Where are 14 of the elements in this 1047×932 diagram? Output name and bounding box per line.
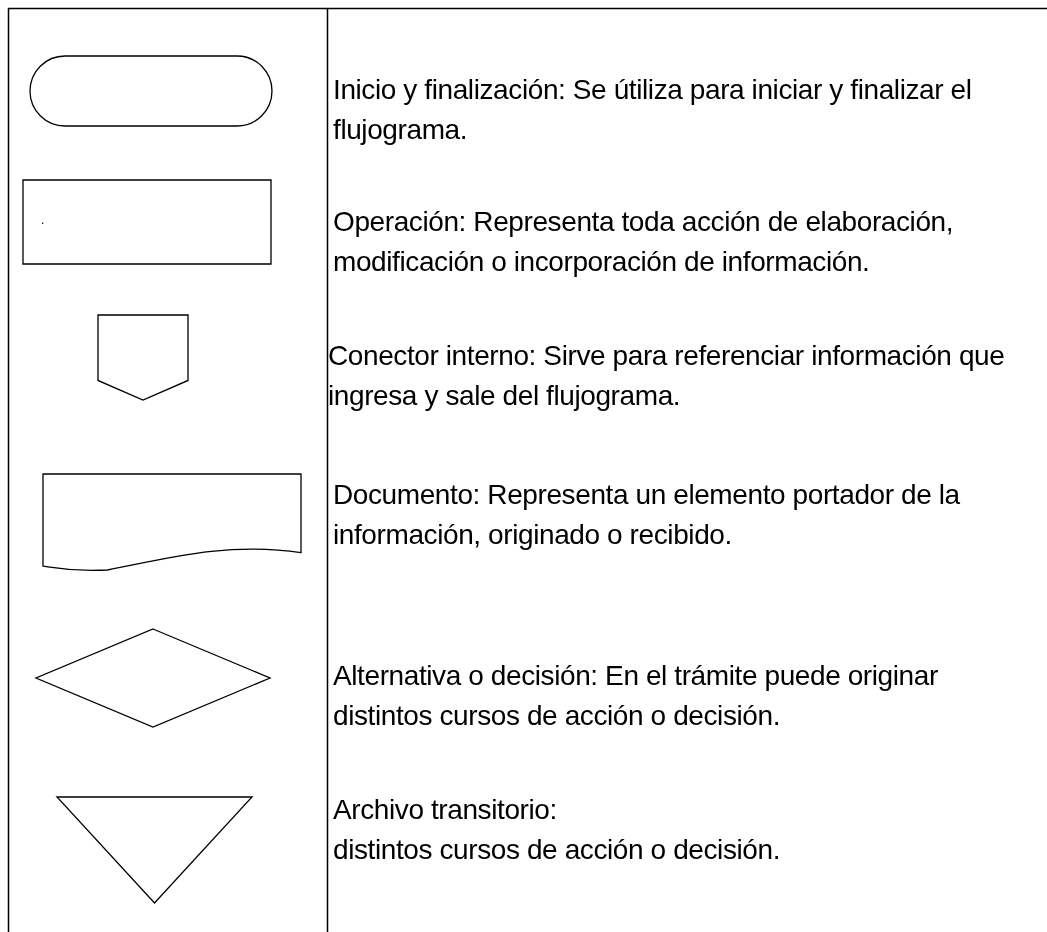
description-text: Archivo transitorio: — [333, 793, 558, 827]
description-continuation: distintos cursos de acción o decisión. — [333, 833, 782, 867]
dot-mark: . — [41, 214, 45, 226]
description-text: Operación: Representa toda acción de elaboración, modificación o incorporación de información. — [333, 205, 955, 279]
description-text: Inicio y finalización: Se útiliza para iniciar y finalizar el flujograma. — [333, 73, 973, 147]
description-text: Alternativa o decisión: En el trámite puede originar distintos cursos de acción o decisión. — [333, 659, 939, 733]
description-text: Documento: Representa un elemento portador de la información, originado o recibido. — [333, 478, 961, 552]
terminator-shape — [30, 56, 272, 126]
document-shape — [43, 474, 301, 570]
decision-diamond — [36, 629, 270, 727]
process-box — [23, 180, 271, 264]
description-text: Conector interno: Sirve para referenciar información que ingresa y sale del flujograma. — [328, 339, 1006, 413]
connector-shape — [98, 315, 188, 400]
storage-triangle — [57, 797, 252, 903]
